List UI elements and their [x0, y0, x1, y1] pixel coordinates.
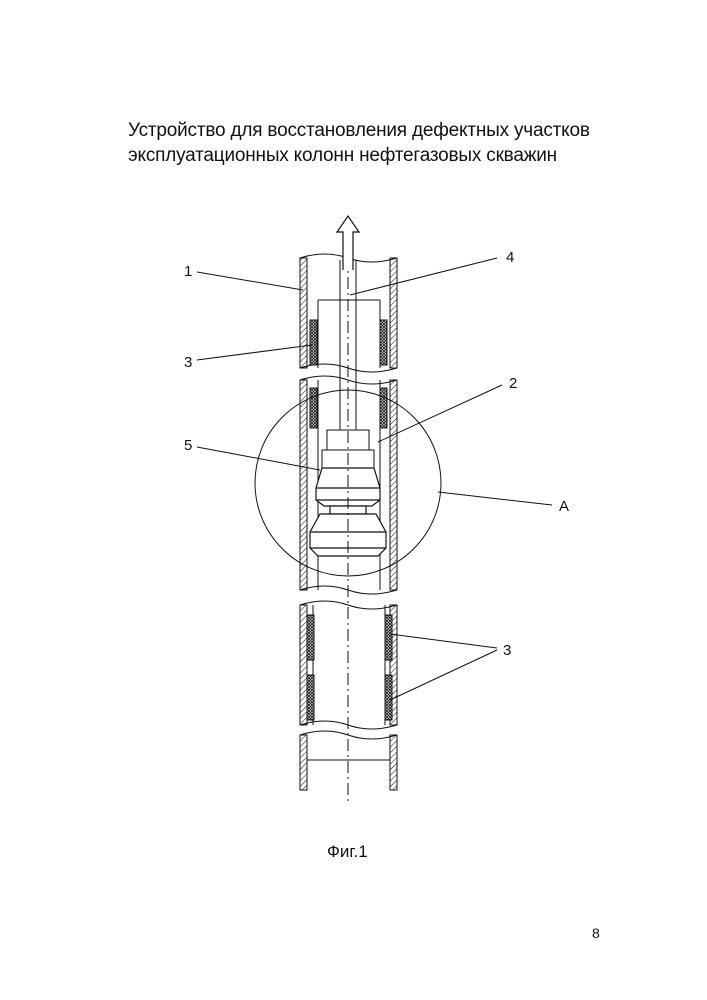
- label-rod: 4: [506, 249, 514, 266]
- label-sleeve: 2: [509, 375, 517, 392]
- label-casing: 1: [184, 263, 192, 280]
- label-patch: 3: [184, 354, 192, 371]
- page-number: 8: [592, 925, 600, 941]
- label-detail: A: [559, 498, 569, 515]
- label-patches-lower: 3: [503, 642, 511, 659]
- figure-caption: Фиг.1: [327, 842, 368, 862]
- label-expander: 5: [184, 437, 192, 454]
